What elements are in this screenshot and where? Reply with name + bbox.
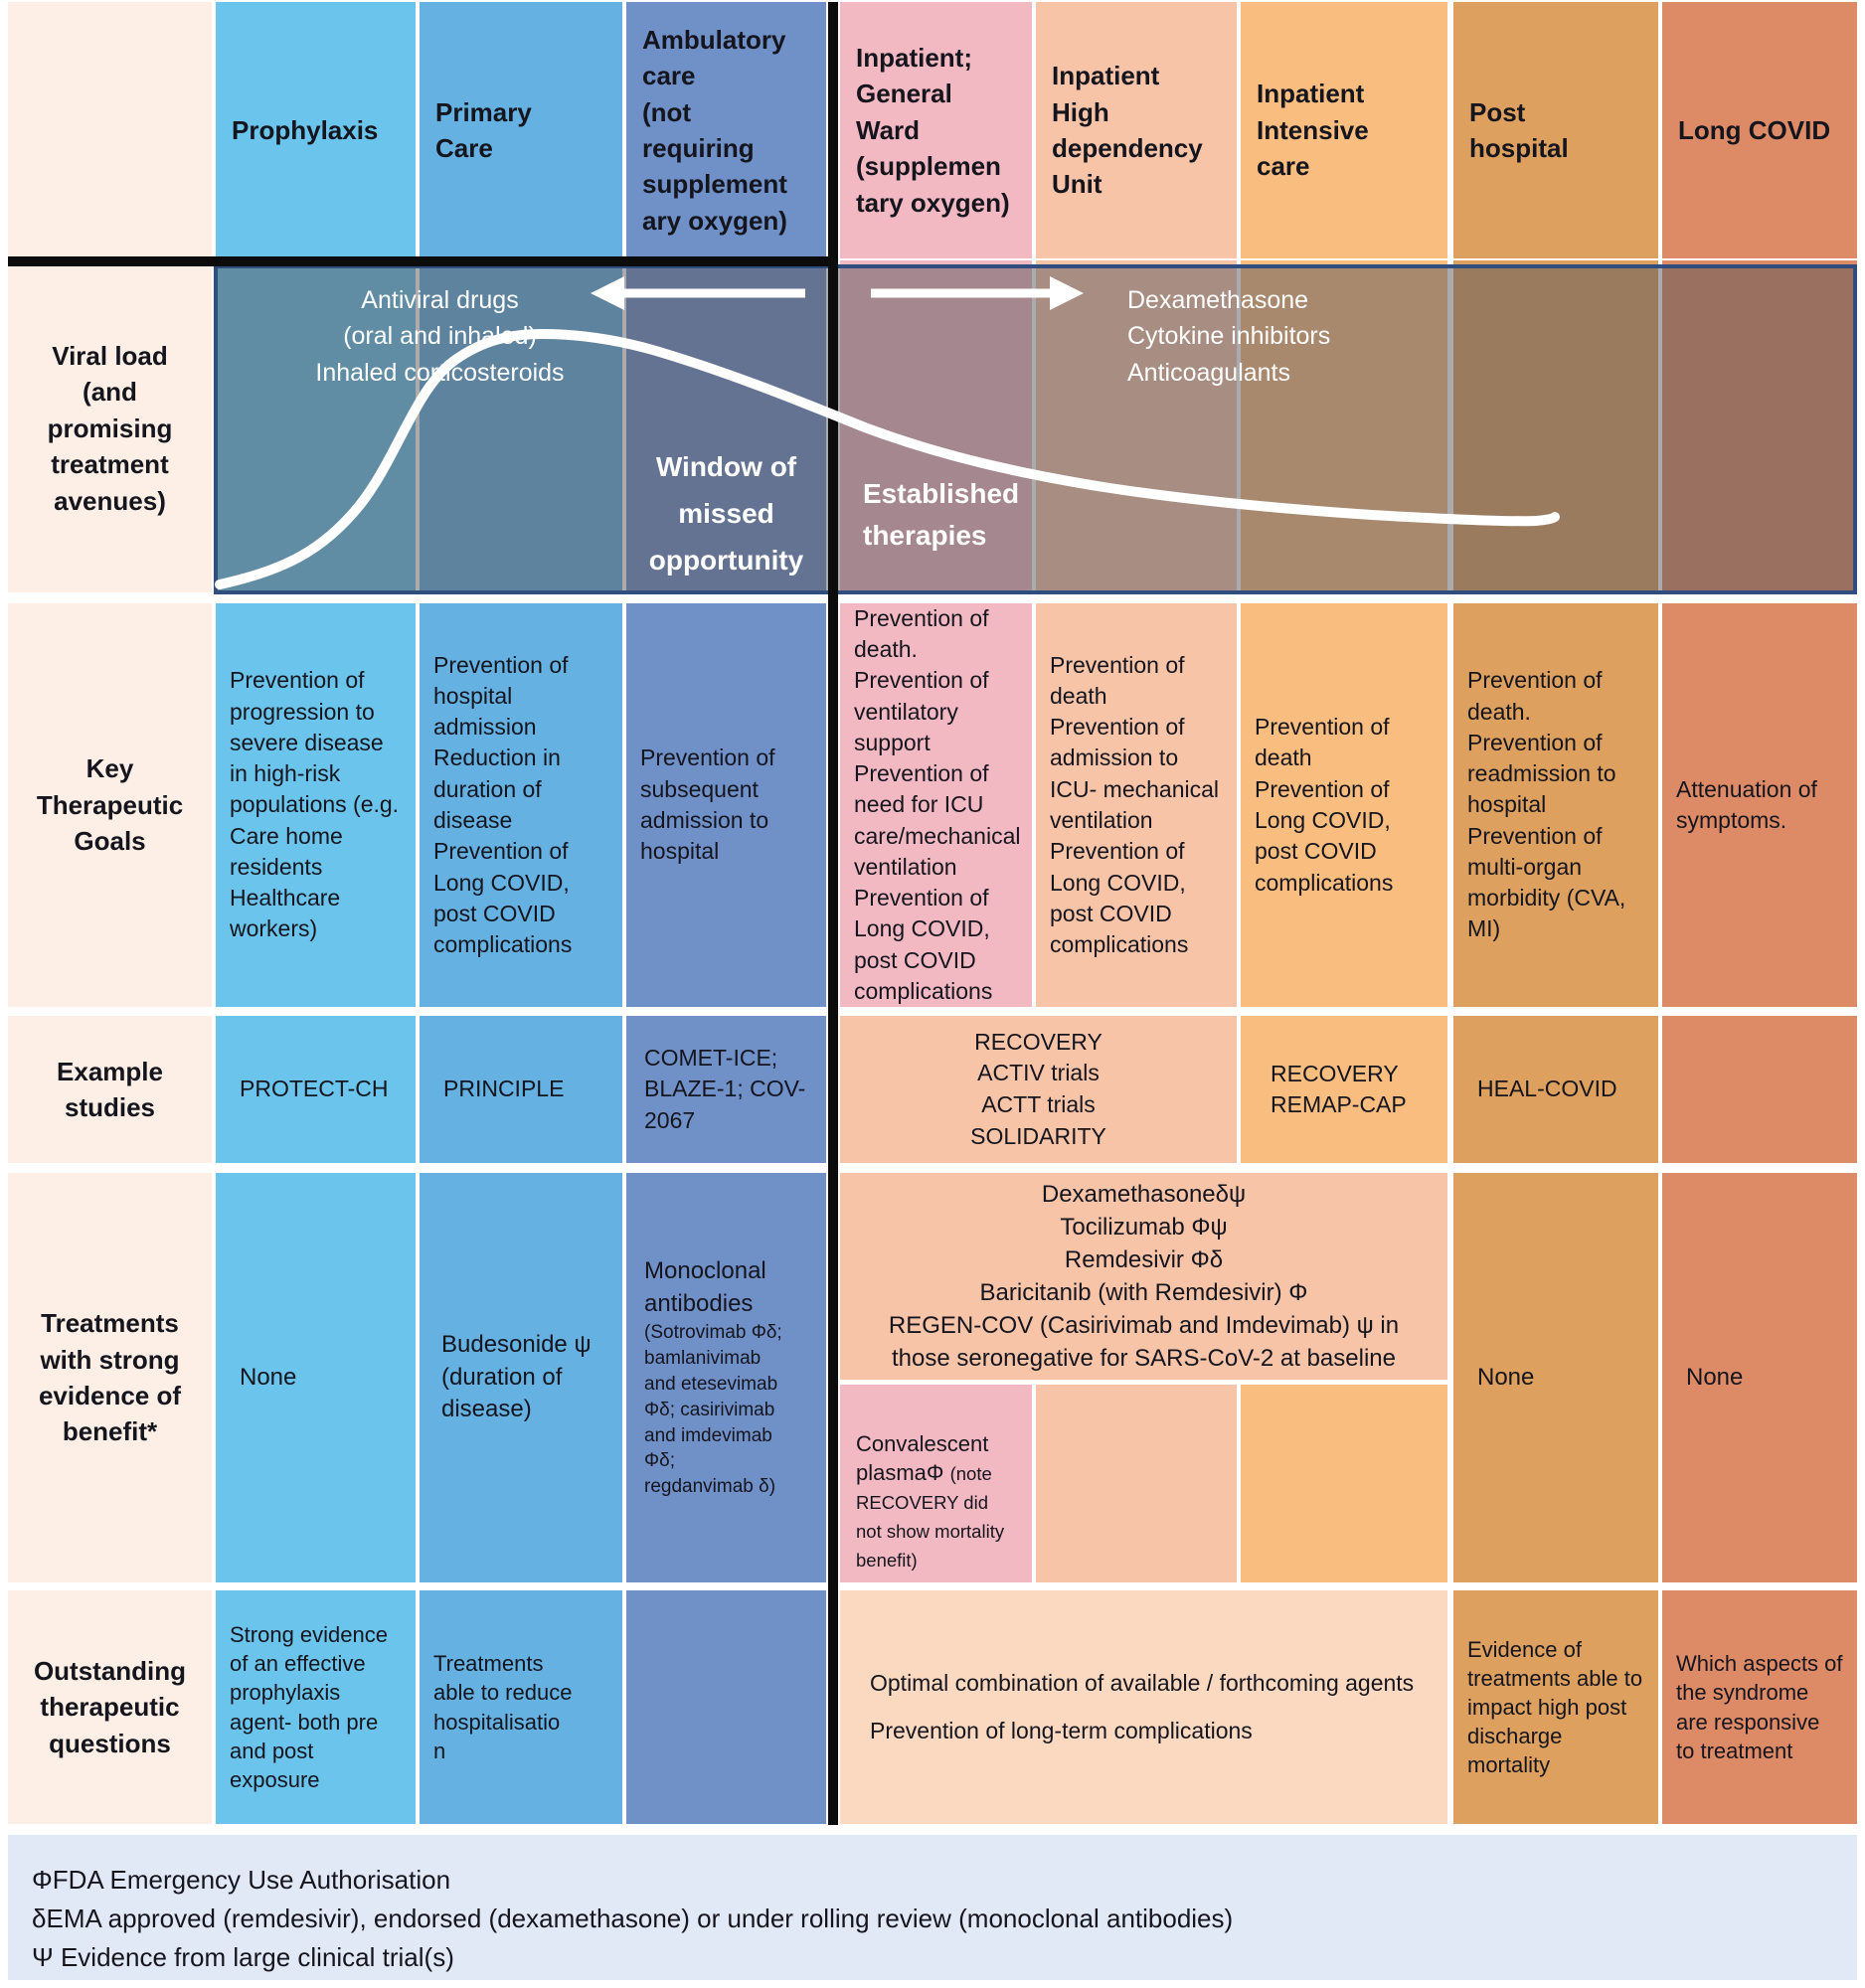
rowlabel-viral-load: Viral load (and promising treatment aven… (8, 264, 212, 592)
cell-treatments-prophylaxis: None (216, 1173, 416, 1582)
convalescent-main: Convalescent plasmaΦ (856, 1431, 989, 1486)
cell-studies-primary: PRINCIPLE (420, 1016, 622, 1163)
cell-outstanding-longcovid: Which aspects of the syndrome are respon… (1662, 1590, 1857, 1824)
cell-outstanding-primary: Treatments able to reduce hospitalisatio… (420, 1590, 622, 1824)
header-post-hospital: Post hospital (1453, 2, 1658, 258)
label-established-therapies: Established therapies (863, 478, 1020, 551)
cell-studies-post: HEAL-COVID (1453, 1016, 1658, 1163)
outstanding-inpatient-line2: Prevention of long-term complications (870, 1717, 1253, 1743)
header-primary-care: Primary Care (420, 2, 622, 258)
cell-studies-longcovid (1662, 1016, 1857, 1163)
label-prehospital-therapies: Antiviral drugs (oral and inhaled) Inhal… (315, 286, 565, 387)
outstanding-inpatient-line1: Optimal combination of available / forth… (870, 1670, 1415, 1697)
viral-load-curve (215, 276, 1560, 589)
cell-goals-prophylaxis: Prevention of progression to severe dise… (216, 603, 416, 1007)
cell-treatments-primary: Budesonide ψ (duration of disease) (420, 1173, 622, 1582)
footnotes: ΦFDA Emergency Use Authorisation δEMA ap… (8, 1835, 1857, 1980)
header-prophylaxis: Prophylaxis (216, 2, 416, 258)
rowlabel-key-therapeutic-goals: Key Therapeutic Goals (8, 603, 212, 1007)
monoclonal-title: Monoclonal antibodies (644, 1256, 766, 1317)
label-window-of-missed-opportunity: Window of missed opportunity (648, 451, 804, 577)
rowlabel-outstanding-questions: Outstanding therapeutic questions (8, 1590, 212, 1824)
cell-treatments-longcovid: None (1662, 1173, 1857, 1582)
arrow-right-icon (871, 276, 1084, 310)
cell-studies-ambulatory: COMET-ICE; BLAZE-1; COV- 2067 (626, 1016, 826, 1163)
cell-goals-longcovid: Attenuation of symptoms. (1662, 603, 1857, 1007)
cell-treatments-post: None (1453, 1173, 1658, 1582)
cell-studies-intensive: RECOVERY REMAP-CAP (1241, 1016, 1447, 1163)
arrow-left-icon (591, 276, 805, 310)
convalescent-note: (note RECOVERY did not show mortality be… (856, 1463, 1005, 1572)
cell-outstanding-ambulatory-empty (626, 1590, 826, 1824)
footnote-fda: ΦFDA Emergency Use Authorisation (32, 1865, 451, 1895)
rowlabel-treatments: Treatments with strong evidence of benef… (8, 1173, 212, 1582)
cell-treatments-intensive-empty (1241, 1385, 1447, 1582)
cell-outstanding-inpatient-merged: Optimal combination of available / forth… (840, 1590, 1447, 1824)
viral-load-overlay-panel (214, 264, 1857, 594)
cell-studies-prophylaxis: PROTECT-CH (216, 1016, 416, 1163)
cell-goals-hdu: Prevention of death Prevention of admiss… (1036, 603, 1237, 1007)
corner-cell (8, 2, 212, 258)
cell-outstanding-post: Evidence of treatments able to impact hi… (1453, 1590, 1658, 1824)
cell-treatments-ambulatory: Monoclonal antibodies (Sotrovimab Φδ; ba… (626, 1173, 826, 1582)
cell-goals-intensive: Prevention of death Prevention of Long C… (1241, 603, 1447, 1007)
cell-outstanding-prophylaxis: Strong evidence of an effective prophyla… (216, 1590, 416, 1824)
cell-studies-ward-hdu-merged: RECOVERY ACTIV trials ACTT trials SOLIDA… (840, 1016, 1237, 1163)
cell-goals-ambulatory: Prevention of subsequent admission to ho… (626, 603, 826, 1007)
viral-load-curve-path (215, 328, 1560, 589)
header-underline (8, 256, 838, 266)
footnote-trials: Ψ Evidence from large clinical trial(s) (32, 1942, 454, 1972)
cell-treatments-inpatient-merged: Dexamethasoneδψ Tocilizumab Φψ Remdesivi… (840, 1173, 1447, 1380)
monoclonal-detail: (Sotrovimab Φδ; bamlanivimab and etesevi… (644, 1322, 782, 1498)
footnote-ema: δEMA approved (remdesivir), endorsed (de… (32, 1904, 1234, 1933)
label-inhospital-therapies: Dexamethasone Cytokine inhibitors Antico… (1127, 286, 1331, 387)
header-general-ward: Inpatient; General Ward (supplemen tary … (840, 2, 1032, 258)
cell-goals-ward: Prevention of death. Prevention of venti… (840, 603, 1032, 1007)
cell-treatments-hdu-empty (1036, 1385, 1237, 1582)
cell-treatments-convalescent-plasma: Convalescent plasmaΦ (note RECOVERY did … (840, 1385, 1032, 1582)
header-hdu: Inpatient High dependency Unit (1036, 2, 1237, 258)
header-long-covid: Long COVID (1662, 2, 1857, 258)
rowlabel-example-studies: Example studies (8, 1016, 212, 1163)
hospital-admission-divider (828, 2, 838, 1825)
header-intensive-care: Inpatient Intensive care (1241, 2, 1447, 258)
header-ambulatory: Ambulatory care (not requiring supplemen… (626, 2, 826, 258)
cell-goals-primary: Prevention of hospital admission Reducti… (420, 603, 622, 1007)
cell-goals-post: Prevention of death. Prevention of readm… (1453, 603, 1658, 1007)
